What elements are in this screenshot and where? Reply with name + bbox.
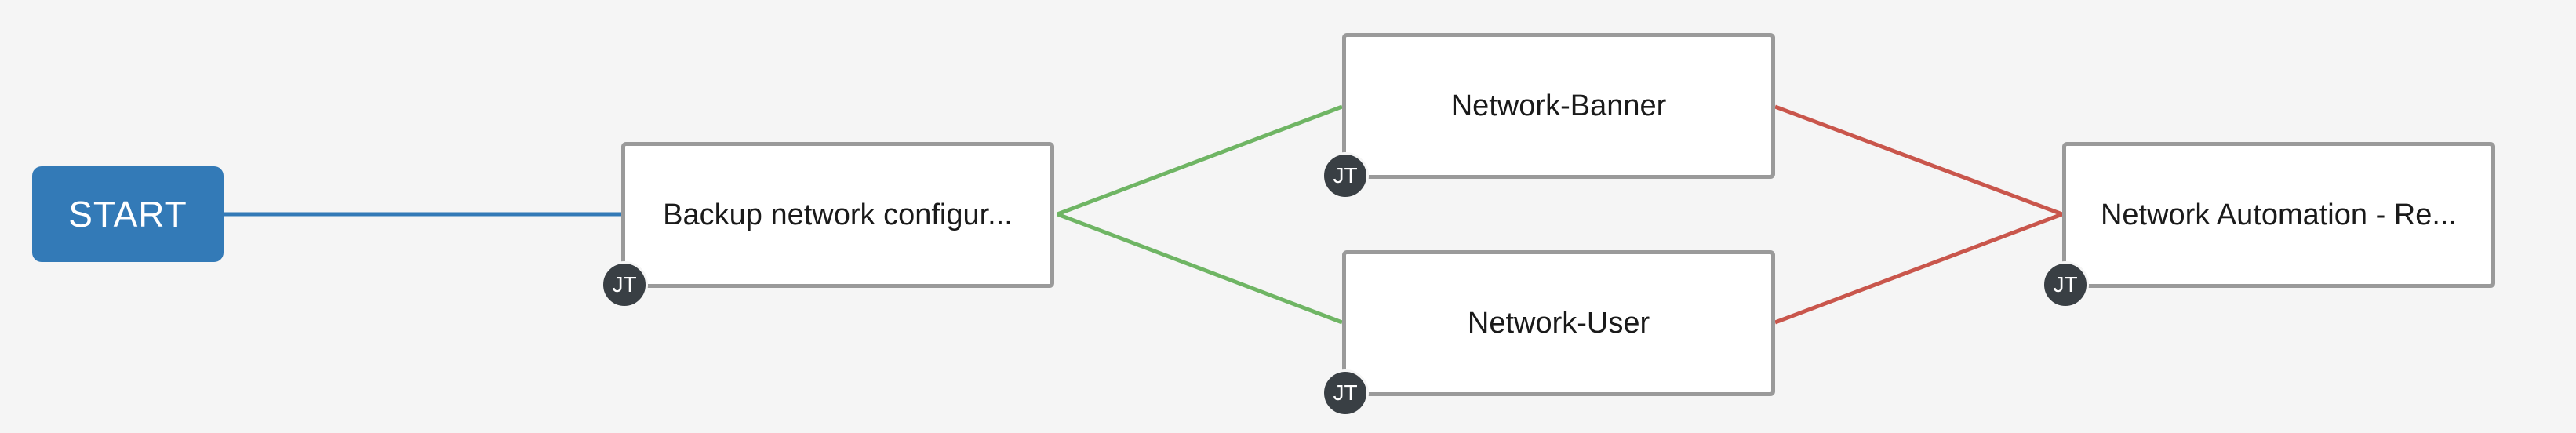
link-user-to-nar[interactable] [1774,212,2063,325]
job-template-badge: JT [2042,261,2089,308]
node-label: Network-User [1467,306,1650,340]
link-banner-to-nar[interactable] [1774,104,2063,216]
workflow-node-network-user[interactable]: Network-User JT [1322,250,1775,417]
workflow-node-network-automation[interactable]: Network Automation - Re... JT [2042,142,2495,308]
node-label: Network Automation - Re... [2100,198,2458,231]
job-template-badge: JT [1322,152,1369,199]
link-backup-to-banner[interactable] [1057,104,1343,216]
job-template-badge: JT [1322,369,1369,417]
job-template-badge: JT [601,261,648,308]
link-backup-to-user[interactable] [1057,212,1343,325]
node-label: Backup network configur... [663,198,1013,231]
start-node[interactable]: START [32,166,224,262]
start-label: START [68,194,187,235]
node-label: Network-Banner [1450,89,1667,122]
workflow-node-backup-network-configuration[interactable]: Backup network configur... JT [601,142,1054,308]
workflow-node-network-banner[interactable]: Network-Banner JT [1322,33,1775,199]
